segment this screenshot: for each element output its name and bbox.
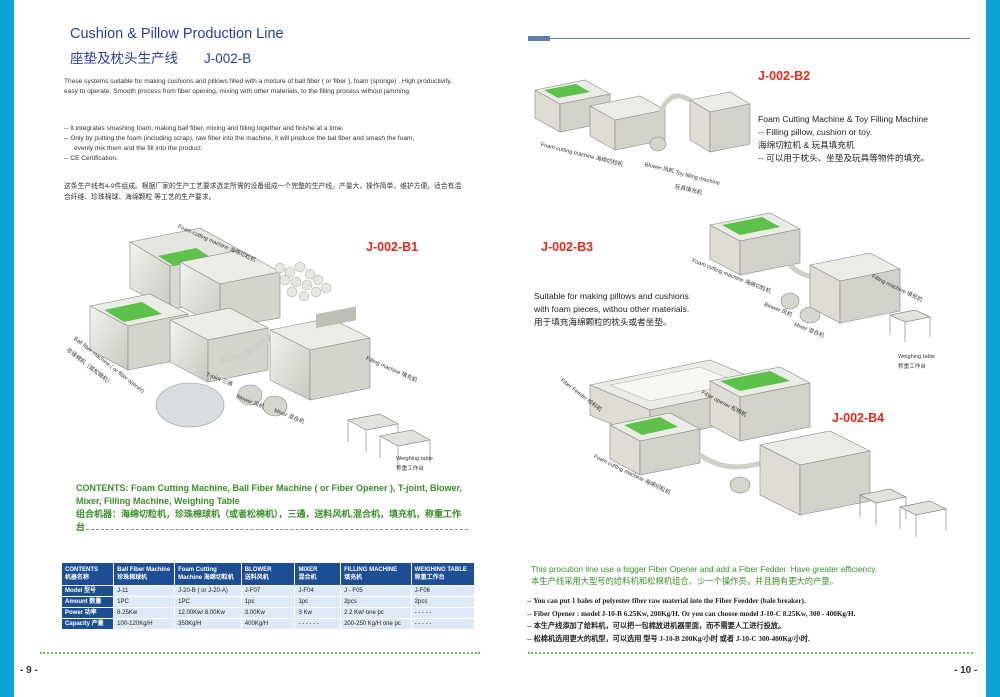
b2-description: Foam Cutting Machine & Toy Filling Machi… — [758, 113, 958, 165]
b3-desc-line: with foam pieces, withou other materials… — [534, 304, 690, 314]
table-cell: J - F05 — [340, 585, 412, 597]
row-label: Power 功率 — [60, 607, 115, 619]
row-label: Capacity 产量 — [60, 618, 115, 630]
feature-item: -- CE Certification. — [64, 155, 118, 162]
b2-code: J-002-B2 — [758, 69, 811, 83]
table-cell: 200-250 Kg/H one pc — [340, 618, 412, 630]
feature-item: -- Only by putting the foam (including s… — [64, 135, 415, 142]
b2-desc-line: 海绵切粒机 & 玩具填充机 — [758, 140, 855, 150]
intro-paragraph: These systems suitable for making cushio… — [64, 78, 452, 95]
b2-desc-line: -- Filling pillow, cushion or toy. — [758, 127, 872, 137]
table-cell: J-F07 — [240, 585, 296, 597]
table-cell: 400Kg/H — [240, 618, 296, 630]
page-title-cn: 座垫及枕头生产线 J-002-B — [70, 47, 251, 67]
header-rule — [528, 38, 970, 39]
feature-list: -- It integrates smashing foam, making b… — [64, 124, 464, 164]
page-title: Cushion & Pillow Production Line — [70, 26, 284, 42]
b2-desc-line: Foam Cutting Machine & Toy Filling Machi… — [758, 114, 928, 124]
title-code: J-002-B — [204, 51, 252, 66]
header-rule-accent — [528, 36, 550, 41]
table-cell: - - - - - — [410, 618, 476, 630]
b3-label-weighing: Weighing table — [898, 354, 935, 360]
footer-rule-right — [528, 652, 973, 654]
feature-item: -- It integrates smashing foam, making b… — [64, 125, 344, 132]
b4-note-line: -- 本生产线添加了给料机，可以把一包棉放进机器里面，而不需要人工进行投放。 — [527, 622, 786, 630]
contents-en: CONTENTS: Foam Cutting Machine, Ball Fib… — [76, 483, 463, 506]
b3-desc-line: 用于填充海绵颗粒的枕头或者坐垫。 — [534, 317, 672, 327]
row-label: Model 型号 — [60, 585, 115, 597]
b2-line-illustration — [534, 79, 751, 153]
table-cell: 3 Kw — [294, 607, 342, 619]
table-cell: 12.00Kw/ 8.00Kw — [174, 607, 242, 619]
left-edge-bar — [0, 0, 14, 697]
table-cell: 1PC — [174, 596, 242, 608]
b4-note-line: -- Fiber Opener : model J-10-B 6.25Kw, 2… — [527, 609, 856, 618]
page-number-right: - 10 - — [954, 665, 978, 676]
table-row: Amount 数量 1PC 1PC 1pc 1pc 2pcs 2pcs — [60, 596, 476, 608]
table-cell: 2.2 Kw/ one pc — [340, 607, 412, 619]
b4-code: J-002-B4 — [832, 411, 885, 425]
b4-note-line: -- You can put 1 bales of polyester fibe… — [527, 597, 806, 605]
table-row: Power 功率 8.25Kw 12.00Kw/ 8.00Kw 3.00Kw 3… — [60, 607, 476, 619]
table-cell: J-F06 — [410, 585, 476, 597]
table-cell: 2pcs — [410, 596, 476, 608]
table-cell: 1pc — [294, 596, 342, 608]
table-cell: J-F04 — [294, 585, 342, 597]
feature-item: evenly mix them and the fill into the pr… — [74, 145, 203, 152]
table-cell: 100-120Kg/H — [113, 618, 176, 630]
b3-description: Suitable for making pillows and cushions… — [534, 290, 754, 329]
b3-code: J-002-B3 — [541, 240, 594, 254]
b4-summary-cn: 本生产线采用大型号的给料机和松棉机组合。少一个操作员，并且拥有更大的产量。 — [531, 576, 838, 586]
table-cell: - - - - - - — [294, 618, 342, 630]
b4-note-line: -- 松棉机选用更大的机型，可以选用 型号 J-10-B 200Kg/小时 或者… — [527, 634, 810, 643]
b4-summary-en: This procution line use a bigger Fiber O… — [531, 564, 878, 574]
table-cell: J-11 — [113, 585, 176, 597]
b2-desc-line: -- 可以用于枕头、坐垫及玩具等物件的填充。 — [758, 153, 930, 163]
intro-paragraph-cn: 这条生产线有4-9件组成。根据厂家的生产工艺要求选定所需的设备组成一个完整的生产… — [64, 183, 462, 201]
table-cell: 8.25Kw — [113, 607, 176, 619]
contents-cn: 组合机器：海绵切粒机，珍珠棉球机（或者松棉机），三通，送料风机,混合机，填充机，… — [76, 509, 462, 532]
table-cell: 2pcs — [340, 596, 412, 608]
b4-notes: -- You can put 1 bales of polyester fibe… — [527, 595, 977, 645]
title-cn-text: 座垫及枕头生产线 — [70, 51, 178, 66]
row-label: Amount 数量 — [60, 596, 115, 608]
divider — [76, 529, 468, 530]
b1-label-weighing-cn: 称重工作台 — [396, 466, 424, 472]
table-cell: 3.00Kw — [240, 607, 296, 619]
b4-line-illustration — [588, 359, 948, 537]
table-cell: - - - - - — [410, 607, 476, 619]
b1-label-weighing: Weighing table — [396, 456, 433, 462]
page-number-left: - 9 - — [20, 665, 38, 676]
right-edge-bar — [986, 0, 1000, 697]
table-cell: 1PC — [113, 596, 176, 608]
footer-rule-left — [40, 652, 480, 654]
table-row: Model 型号 J-11 J-20-B ( or J-20-A) J-F07 … — [60, 585, 476, 597]
table-cell: 350Kg/H — [174, 618, 242, 630]
b4-summary: This procution line use a bigger Fiber O… — [531, 563, 971, 587]
table-row: Capacity 产量 100-120Kg/H 350Kg/H 400Kg/H … — [60, 618, 476, 630]
b3-label-weighing-cn: 称重工作台 — [898, 364, 926, 370]
table-cell: 1pc — [240, 596, 296, 608]
b3-line-illustration — [709, 212, 932, 342]
b1-code: J-002-B1 — [366, 240, 419, 254]
b3-desc-line: Suitable for making pillows and cushions — [534, 291, 689, 301]
contents-block: CONTENTS: Foam Cutting Machine, Ball Fib… — [76, 482, 466, 534]
b1-line-illustration — [89, 227, 432, 468]
table-cell: J-20-B ( or J-20-A) — [174, 585, 242, 597]
